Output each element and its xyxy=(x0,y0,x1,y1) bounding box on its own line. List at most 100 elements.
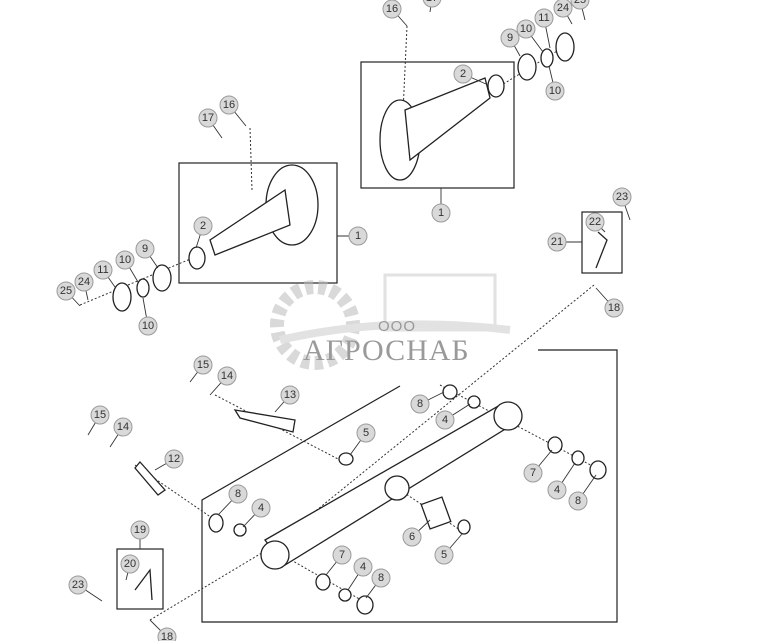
callout-20: 20 xyxy=(120,554,140,581)
callout-bubble xyxy=(382,0,402,19)
callout-number: 17 xyxy=(426,0,438,4)
callout-14: 14 xyxy=(109,417,133,448)
callout-13: 13 xyxy=(274,385,300,413)
callout-number: 24 xyxy=(557,2,569,14)
callout-number: 21 xyxy=(551,236,563,248)
callout-number: 15 xyxy=(94,409,106,421)
assembly-box-fitting-right xyxy=(581,211,623,274)
callout-number: 18 xyxy=(161,631,173,641)
callout-23: 23 xyxy=(612,187,632,221)
callout-bubble xyxy=(348,226,368,246)
gear-icon xyxy=(270,273,511,370)
callout-bubble xyxy=(434,545,454,565)
callout-17: 17 xyxy=(422,0,442,13)
callout-bubble xyxy=(545,81,565,101)
callout-number: 7 xyxy=(530,467,536,479)
callout-4: 4 xyxy=(435,403,471,430)
callout-10: 10 xyxy=(516,19,544,53)
callout-number: 5 xyxy=(441,549,447,561)
callout-number: 2 xyxy=(200,220,206,232)
callout-bubble xyxy=(193,355,213,375)
callout-bubble xyxy=(219,95,239,115)
assembly-box-upper xyxy=(360,61,515,189)
spindle-upper xyxy=(379,32,575,181)
callout-19: 19 xyxy=(130,520,150,549)
callout-number: 10 xyxy=(549,85,561,97)
callout-bubble xyxy=(115,250,135,270)
callout-25: 25 xyxy=(570,0,590,21)
callout-16: 16 xyxy=(219,95,247,127)
callout-number: 14 xyxy=(221,370,233,382)
callout-number: 16 xyxy=(386,3,398,15)
callout-10: 10 xyxy=(138,297,158,336)
callout-bubble xyxy=(534,8,554,28)
callout-9: 9 xyxy=(500,28,521,57)
callout-number: 18 xyxy=(608,302,620,314)
callout-bubble xyxy=(585,212,605,232)
callout-number: 8 xyxy=(575,495,581,507)
callout-number: 16 xyxy=(223,99,235,111)
callout-8: 8 xyxy=(365,568,391,599)
callout-4: 4 xyxy=(347,557,373,591)
callout-number: 20 xyxy=(124,558,136,570)
callout-bubble xyxy=(120,554,140,574)
watermark-prefix: ООО xyxy=(378,318,417,335)
callout-number: 24 xyxy=(78,276,90,288)
callout-bubble xyxy=(135,239,155,259)
callout-bubble xyxy=(130,520,150,540)
callout-22: 22 xyxy=(585,212,606,233)
watermark-name: АГРОСНАБ xyxy=(303,334,470,367)
callout-21: 21 xyxy=(547,232,582,252)
callout-25: 25 xyxy=(56,281,81,307)
callout-5: 5 xyxy=(349,423,376,456)
callout-bubble xyxy=(228,484,248,504)
callout-5: 5 xyxy=(434,533,463,565)
callout-7: 7 xyxy=(523,449,553,483)
callout-10: 10 xyxy=(545,65,565,101)
callout-bubble xyxy=(113,417,133,437)
callout-16: 16 xyxy=(382,0,408,27)
callout-group: 1617242511109210117162191011242510232221… xyxy=(56,0,632,641)
callout-bubble xyxy=(280,385,300,405)
callout-number: 2 xyxy=(460,68,466,80)
callout-6: 6 xyxy=(402,519,431,547)
callout-bubble xyxy=(570,0,590,10)
callout-bubble xyxy=(547,480,567,500)
callout-number: 9 xyxy=(142,243,148,255)
callout-bubble xyxy=(332,545,352,565)
callout-bubble xyxy=(356,423,376,443)
callout-bubble xyxy=(138,316,158,336)
callout-17: 17 xyxy=(198,108,223,139)
callout-number: 23 xyxy=(616,191,628,203)
callout-8: 8 xyxy=(217,484,248,516)
callout-number: 8 xyxy=(417,398,423,410)
callout-10: 10 xyxy=(115,250,139,283)
callout-number: 4 xyxy=(258,502,264,514)
callout-24: 24 xyxy=(553,0,573,25)
callout-number: 10 xyxy=(142,320,154,332)
callout-4: 4 xyxy=(547,462,576,500)
callout-number: 4 xyxy=(442,414,448,426)
callout-bubble xyxy=(68,575,88,595)
callout-11: 11 xyxy=(93,260,116,288)
callout-14: 14 xyxy=(209,366,237,396)
callout-9: 9 xyxy=(135,239,159,269)
callout-23: 23 xyxy=(68,575,103,602)
callout-2: 2 xyxy=(453,64,487,85)
spindle-left xyxy=(112,164,319,312)
callout-number: 6 xyxy=(409,531,415,543)
callout-bubble xyxy=(251,498,271,518)
callout-bubble xyxy=(353,557,373,577)
callout-number: 25 xyxy=(60,285,72,297)
callout-number: 4 xyxy=(360,561,366,573)
callout-8: 8 xyxy=(410,391,445,414)
callout-number: 8 xyxy=(378,572,384,584)
callout-bubble xyxy=(157,627,177,641)
callout-11: 11 xyxy=(534,8,554,49)
callout-bubble xyxy=(198,108,218,128)
lift-arm xyxy=(134,401,523,570)
callout-bubble xyxy=(612,187,632,207)
callout-bubble xyxy=(435,410,455,430)
callout-number: 1 xyxy=(355,230,361,242)
